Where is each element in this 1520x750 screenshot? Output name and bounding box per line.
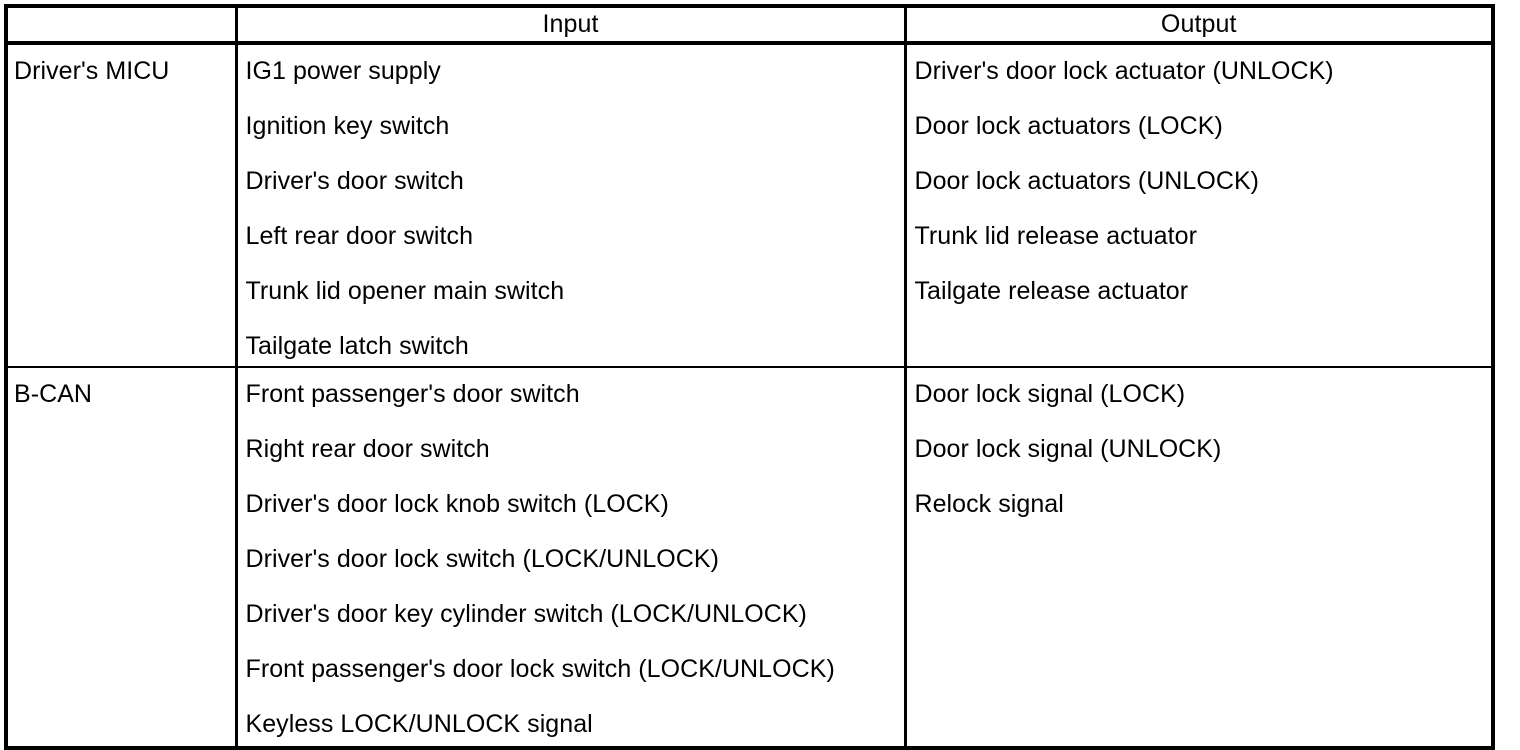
list-item: Front passenger's door lock switch (LOCK… [245, 655, 835, 683]
list-item: Driver's door lock switch (LOCK/UNLOCK) [245, 545, 719, 573]
list-item: Driver's door lock actuator (UNLOCK) [914, 57, 1334, 85]
cell-outputs-b-can: Door lock signal (LOCK) Door lock signal… [905, 367, 1493, 748]
list-item: Tailgate latch switch [245, 332, 469, 360]
list-item: Left rear door switch [245, 222, 474, 250]
table-header: Input Output [6, 6, 1493, 45]
list-item: Door lock actuators (UNLOCK) [914, 167, 1260, 195]
input-output-matrix-table: Input Output Driver's MICU IG1 power sup… [4, 4, 1495, 750]
module-label: Driver's MICU [14, 57, 170, 85]
list-item: Driver's door key cylinder switch (LOCK/… [245, 600, 807, 628]
input-list: IG1 power supply Ignition key switch Dri… [246, 56, 904, 361]
cell-outputs-drivers-micu: Driver's door lock actuator (UNLOCK) Doo… [905, 43, 1493, 368]
document-page: Input Output Driver's MICU IG1 power sup… [4, 4, 1495, 750]
column-header-input: Input [236, 6, 907, 45]
list-item: Relock signal [914, 490, 1064, 518]
list-item: Driver's door lock knob switch (LOCK) [245, 490, 669, 518]
list-item: Right rear door switch [245, 435, 490, 463]
list-item: Keyless LOCK/UNLOCK signal [245, 710, 593, 738]
list-item: Trunk lid release actuator [914, 222, 1197, 250]
module-label: B-CAN [14, 380, 93, 408]
output-list: Driver's door lock actuator (UNLOCK) Doo… [915, 56, 1492, 306]
table-row-b-can: B-CAN Front passenger's door switch Righ… [6, 367, 1493, 748]
cell-module-b-can: B-CAN [6, 367, 238, 748]
output-list: Door lock signal (LOCK) Door lock signal… [915, 379, 1492, 519]
input-list: Front passenger's door switch Right rear… [246, 379, 904, 739]
column-header-output: Output [905, 6, 1493, 45]
cell-module-drivers-micu: Driver's MICU [6, 43, 238, 368]
table-header-row: Input Output [6, 6, 1493, 45]
column-header-module [6, 6, 238, 45]
list-item: Front passenger's door switch [245, 380, 580, 408]
table-body: Driver's MICU IG1 power supply Ignition … [6, 43, 1493, 748]
table-row-drivers-micu: Driver's MICU IG1 power supply Ignition … [6, 43, 1493, 368]
list-item: Tailgate release actuator [914, 277, 1189, 305]
list-item: Door lock actuators (LOCK) [914, 112, 1223, 140]
list-item: Ignition key switch [245, 112, 450, 140]
list-item: Driver's door switch [245, 167, 464, 195]
list-item: IG1 power supply [245, 57, 441, 85]
cell-inputs-b-can: Front passenger's door switch Right rear… [236, 367, 907, 748]
list-item: Door lock signal (UNLOCK) [914, 435, 1222, 463]
list-item: Door lock signal (LOCK) [914, 380, 1186, 408]
cell-inputs-drivers-micu: IG1 power supply Ignition key switch Dri… [236, 43, 907, 368]
list-item: Trunk lid opener main switch [245, 277, 565, 305]
